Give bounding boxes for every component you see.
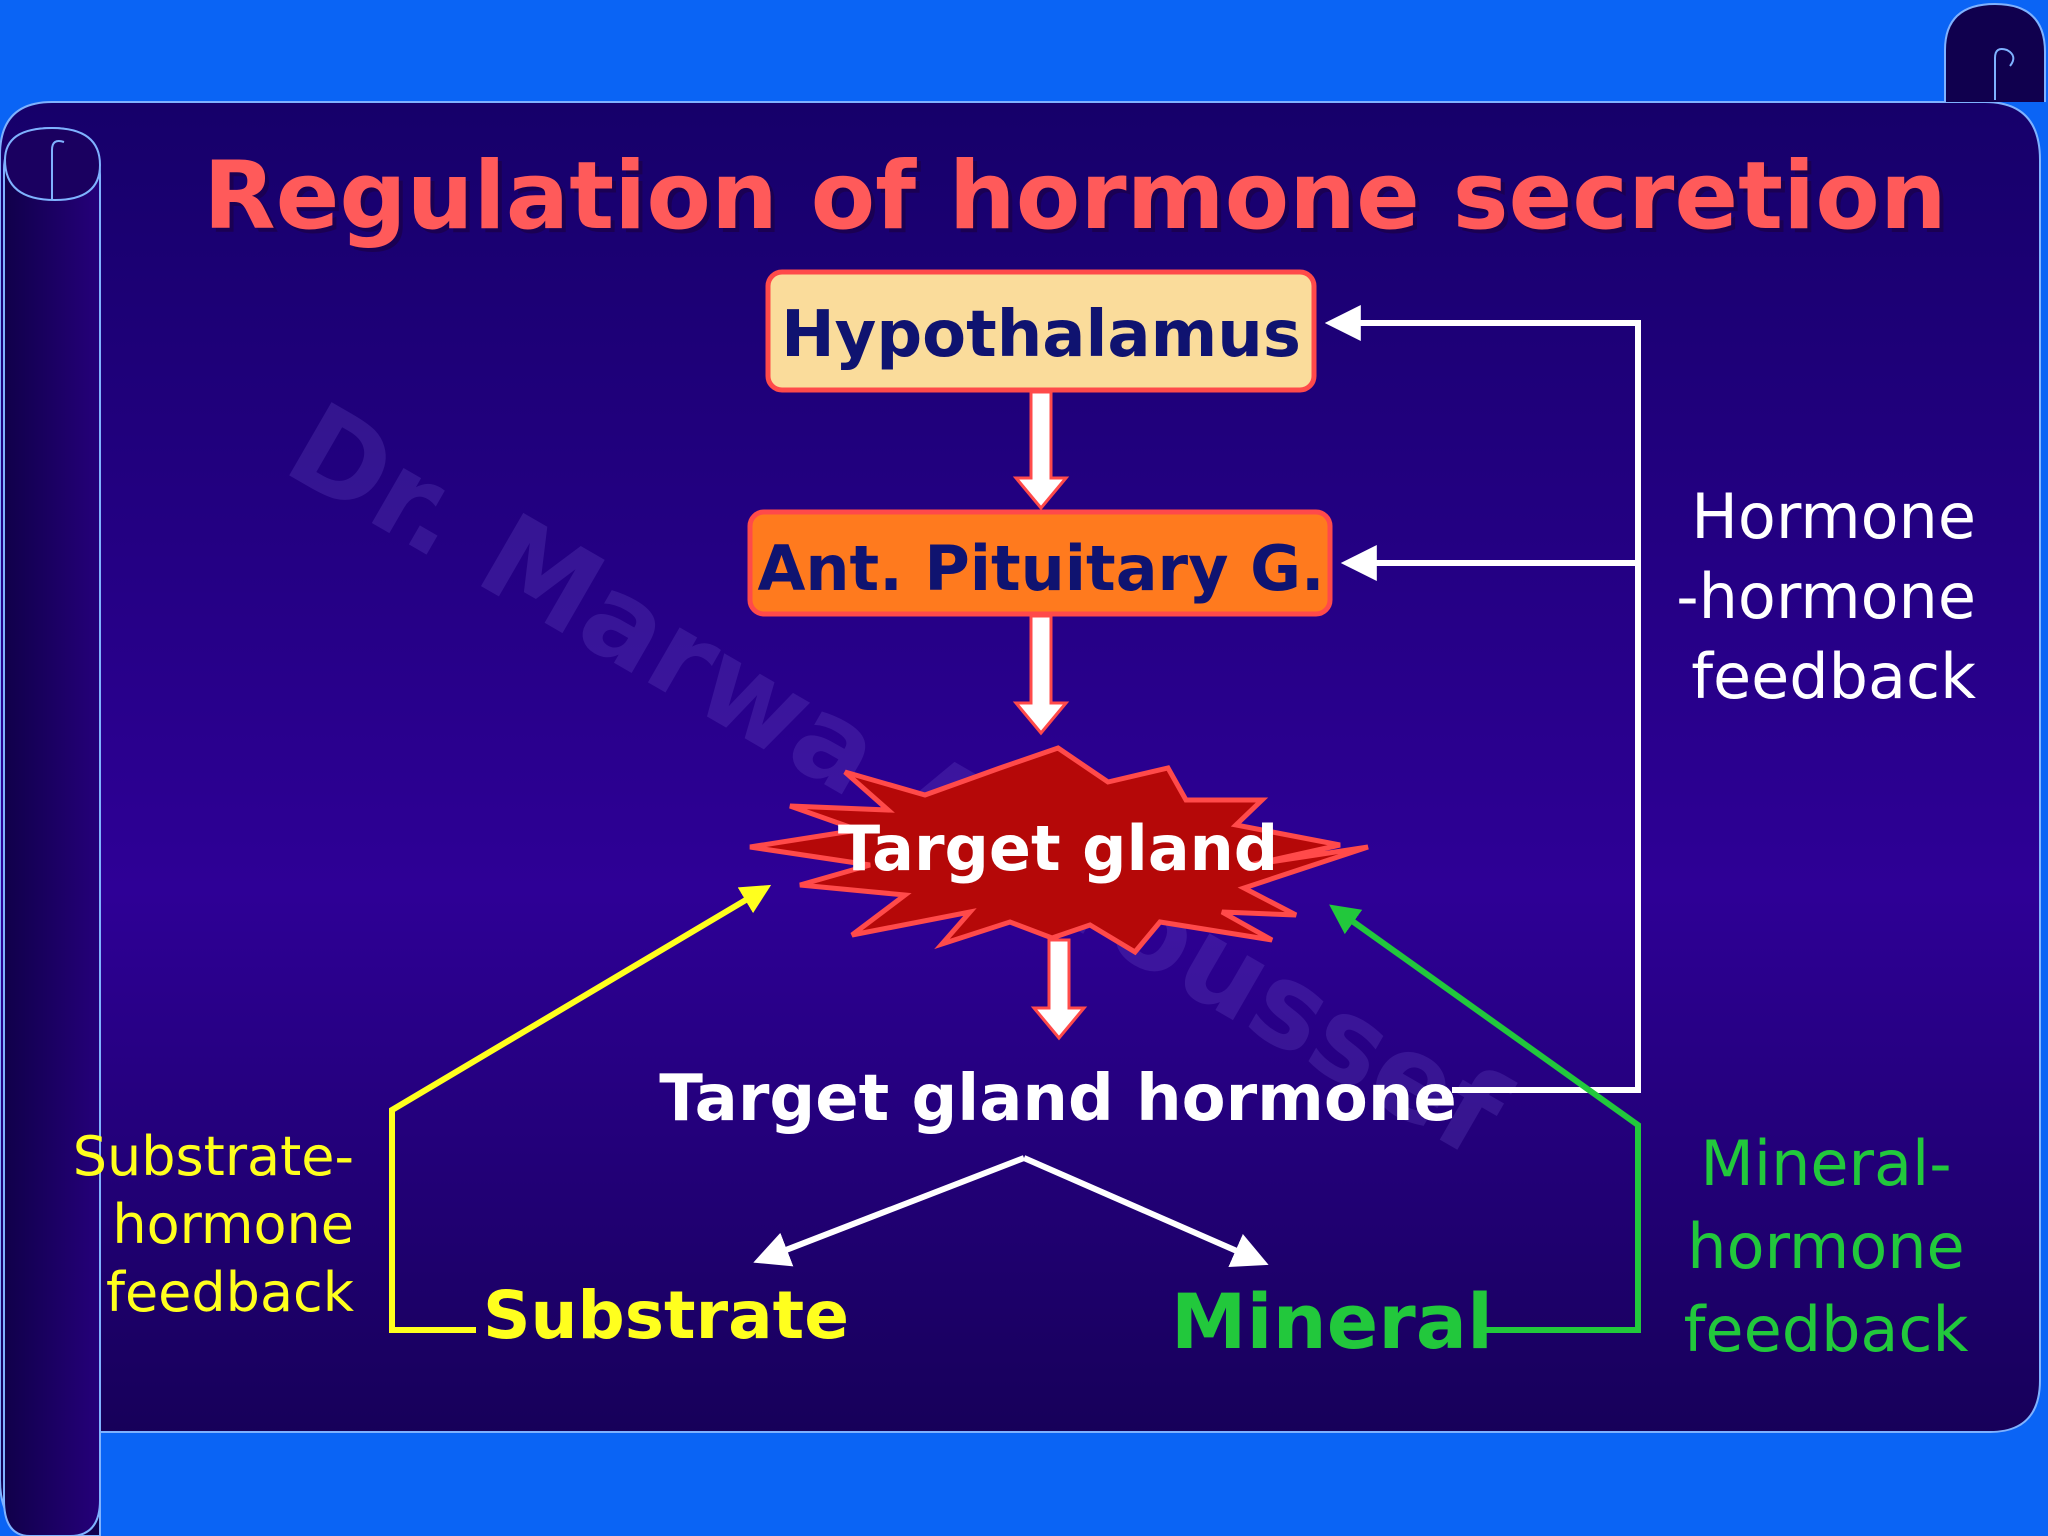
feedback-line: -hormone bbox=[1676, 560, 1976, 633]
target-gland-label: Target gland bbox=[838, 812, 1278, 885]
hypothalamus-box bbox=[765, 269, 1317, 393]
pituitary-box bbox=[747, 509, 1333, 617]
hypothalamus-label: Hypothalamus bbox=[781, 298, 1301, 372]
arrow-to-mineral bbox=[1022, 1155, 1269, 1267]
arrow-down-pituitary-target bbox=[1012, 614, 1070, 736]
hormone-hormone-feedback-loop bbox=[1324, 305, 1641, 1093]
substrate-label: Substrate bbox=[483, 1277, 849, 1354]
feedback-line: hormone bbox=[1687, 1210, 1964, 1283]
substrate-hormone-feedback-label: Substrate- hormone feedback bbox=[73, 1125, 355, 1324]
target-hormone-label: Target gland hormone bbox=[659, 1062, 1457, 1136]
scroll-curl-icon bbox=[3, 126, 102, 202]
feedback-line: Mineral- bbox=[1700, 1127, 1951, 1200]
hormone-hormone-feedback-label: Hormone -hormone feedback bbox=[1676, 480, 1976, 713]
arrow-to-substrate bbox=[753, 1155, 1026, 1267]
mineral-hormone-feedback-label: Mineral- hormone feedback bbox=[1684, 1127, 1969, 1366]
pituitary-label: Ant. Pituitary G. bbox=[757, 532, 1324, 605]
arrow-down-hypothalamus-pituitary bbox=[1012, 390, 1070, 511]
feedback-line: feedback bbox=[1691, 640, 1976, 713]
mineral-label: Mineral bbox=[1171, 1277, 1493, 1366]
page-title: Regulation of hormone secretion bbox=[203, 142, 1947, 251]
feedback-line: hormone bbox=[112, 1193, 354, 1256]
scroll-curl-icon bbox=[1944, 2, 2046, 102]
mineral-feedback-loop bbox=[1329, 904, 1641, 1333]
starburst-icon bbox=[749, 745, 1369, 956]
feedback-line: Substrate- bbox=[73, 1125, 354, 1188]
feedback-line: feedback bbox=[106, 1261, 355, 1324]
feedback-line: Hormone bbox=[1691, 480, 1976, 553]
page-title: Regulation of hormone secretion bbox=[207, 146, 1951, 255]
arrow-down-target-hormone bbox=[1030, 938, 1088, 1041]
substrate-feedback-loop bbox=[389, 884, 772, 1333]
scroll-left-roll bbox=[3, 126, 101, 1536]
feedback-line: feedback bbox=[1684, 1293, 1969, 1366]
